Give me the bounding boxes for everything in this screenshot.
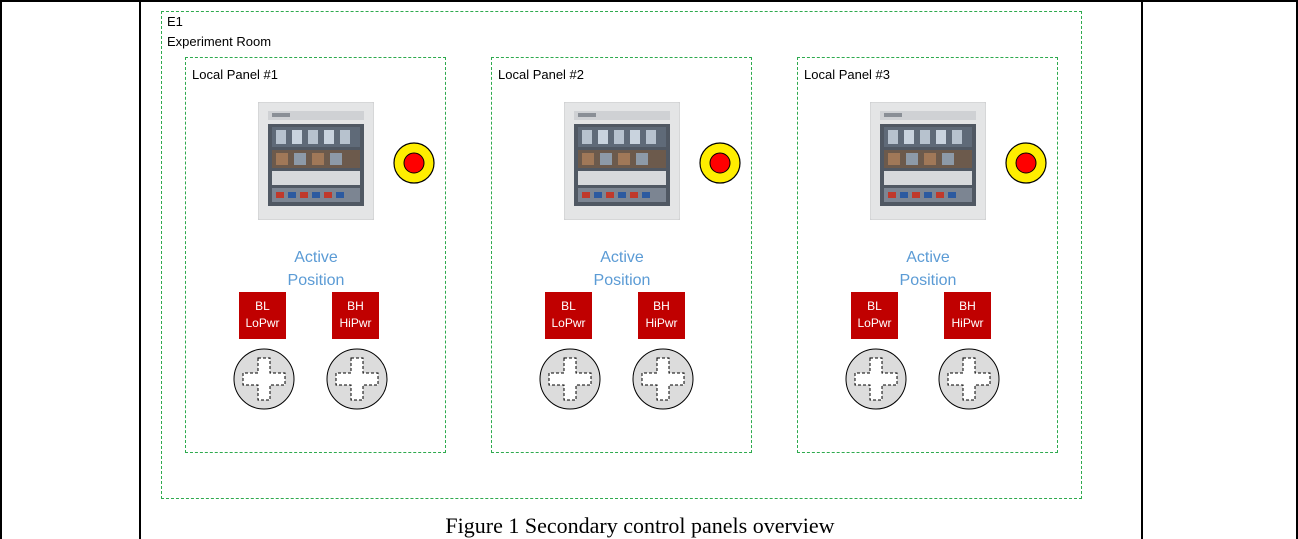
room-name: Experiment Room <box>167 34 272 49</box>
key-selector-switch-icon[interactable] <box>631 347 695 411</box>
table-column-divider <box>139 0 141 539</box>
touchscreen-hmi-icon <box>870 102 986 220</box>
active-position-label: Active Position <box>287 249 345 289</box>
key-selector-switch-icon[interactable] <box>232 347 296 411</box>
key-selector-switch-icon[interactable] <box>937 347 1001 411</box>
key-selector-switch-icon[interactable] <box>844 347 908 411</box>
active-position-label: Active Position <box>593 249 651 289</box>
emergency-stop-icon[interactable] <box>392 141 436 185</box>
active-position-label: Active Position <box>899 249 957 289</box>
table-border-left <box>0 0 2 539</box>
touchscreen-hmi-icon <box>564 102 680 220</box>
figure-caption: Figure 1 Secondary control panels overvi… <box>445 513 835 538</box>
key-selector-switch-icon[interactable] <box>538 347 602 411</box>
experiment-room-boundary <box>161 11 1082 499</box>
table-border-top <box>0 0 1298 2</box>
panel-title: Local Panel #2 <box>498 67 585 82</box>
touchscreen-hmi-icon <box>258 102 374 220</box>
panel-title: Local Panel #3 <box>804 67 891 82</box>
table-border-right <box>1296 0 1298 539</box>
room-id: E1 <box>167 14 183 29</box>
table-column-divider <box>1141 0 1143 539</box>
emergency-stop-icon[interactable] <box>1004 141 1048 185</box>
key-selector-switch-icon[interactable] <box>325 347 389 411</box>
emergency-stop-icon[interactable] <box>698 141 742 185</box>
panel-title: Local Panel #1 <box>192 67 279 82</box>
